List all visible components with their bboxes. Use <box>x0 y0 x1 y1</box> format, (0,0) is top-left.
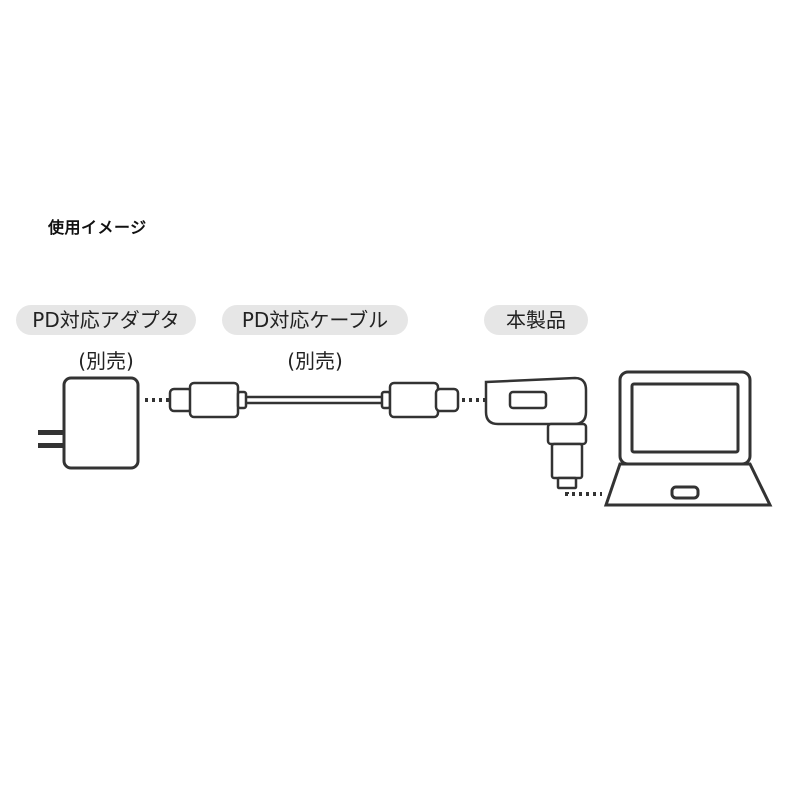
cable-label: PD対応ケーブル <box>222 305 408 335</box>
diagram-title: 使用イメージ <box>48 218 147 237</box>
cable-note: (別売) <box>287 349 343 373</box>
dotted-link-3 <box>565 492 602 496</box>
laptop-icon <box>603 370 773 507</box>
adapter-note: (別売) <box>78 349 134 373</box>
product-icon <box>484 376 588 490</box>
product-label: 本製品 <box>484 305 588 335</box>
cable-icon <box>168 381 460 419</box>
adapter-label: PD対応アダプタ <box>16 305 196 335</box>
adapter-icon <box>38 376 140 470</box>
